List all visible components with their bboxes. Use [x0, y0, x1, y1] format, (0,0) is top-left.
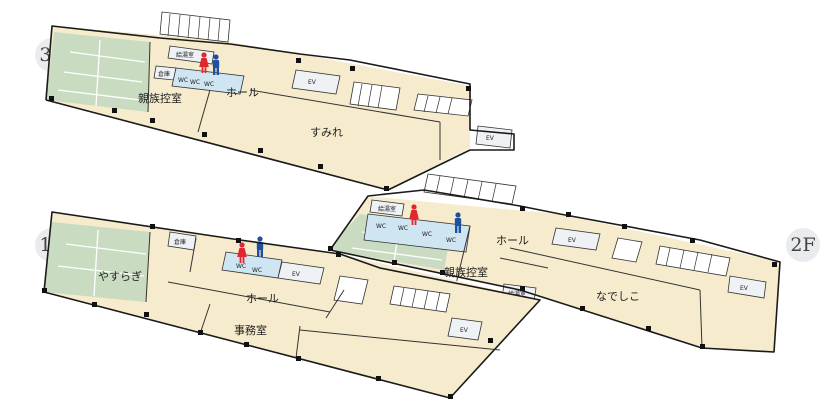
svg-text:WC: WC — [178, 77, 188, 84]
svg-text:EV: EV — [740, 285, 749, 292]
svg-text:WC: WC — [236, 263, 246, 270]
room-2f-shinzoku: 親族控室 — [444, 265, 488, 279]
room-1f-jimushitsu: 事務室 — [234, 323, 267, 337]
svg-text:EV: EV — [292, 271, 301, 278]
room-1f-yasuragi: やすらぎ — [98, 269, 142, 283]
svg-text:WC: WC — [398, 225, 408, 232]
room-1f-hall: ホール — [246, 292, 279, 305]
svg-text:給湯室: 給湯室 — [176, 51, 194, 59]
floor-2f: 給湯室 WC WC WC WC EV EV 給湯室 — [328, 173, 781, 353]
svg-text:WC: WC — [190, 79, 200, 86]
svg-text:WC: WC — [204, 81, 214, 88]
room-2f-nadeshiko: なでしこ — [596, 290, 640, 303]
room-3f-hall: ホール — [226, 86, 259, 99]
svg-text:倉庫: 倉庫 — [158, 70, 170, 78]
svg-text:WC: WC — [252, 267, 262, 274]
svg-text:給湯室: 給湯室 — [378, 205, 396, 213]
svg-text:WC: WC — [446, 237, 456, 244]
room-3f-shinzoku: 親族控室 — [138, 91, 182, 105]
svg-text:EV: EV — [460, 327, 469, 334]
svg-text:倉庫: 倉庫 — [174, 238, 186, 246]
svg-text:WC: WC — [422, 231, 432, 238]
floor-badge-2f: 2F — [786, 228, 820, 262]
room-3f-sumire: すみれ — [310, 126, 343, 139]
svg-text:EV: EV — [308, 79, 317, 86]
svg-text:給湯室: 給湯室 — [508, 290, 526, 298]
floor-1f: 倉庫 WC WC EV EV やすらぎ ホール — [42, 211, 541, 399]
svg-text:EV: EV — [568, 237, 577, 244]
floor-3f: 給湯室 倉庫 WC WC WC EV EV — [45, 11, 515, 191]
room-2f-hall: ホール — [496, 234, 529, 247]
svg-text:EV: EV — [486, 135, 495, 142]
svg-text:WC: WC — [376, 223, 386, 230]
